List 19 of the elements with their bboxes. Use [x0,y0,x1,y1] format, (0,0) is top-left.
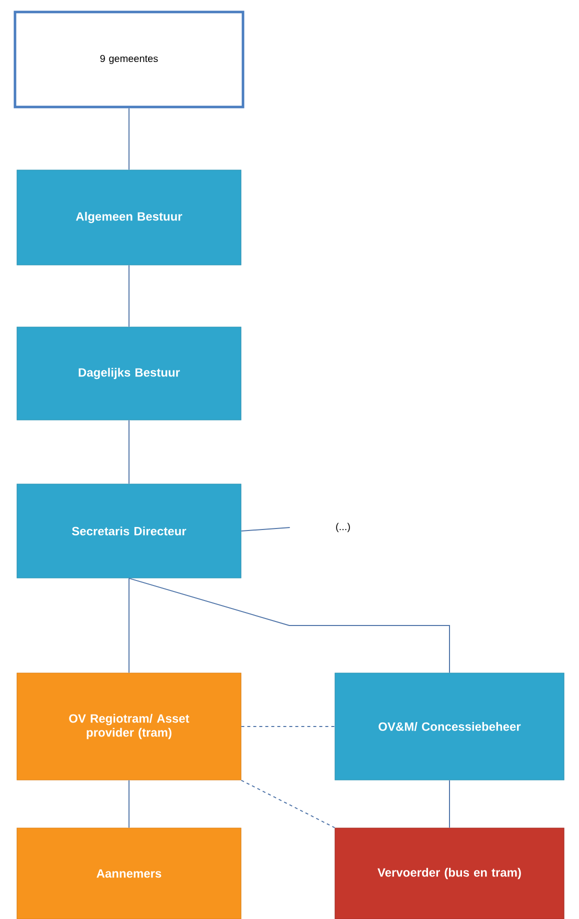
connector-line [128,420,130,484]
org-box: 9 gemeentes [14,10,244,108]
org-box: OV&M/ Concessiebeheer [334,672,564,780]
org-box: Aannemers [16,828,242,919]
org-box: Secretaris Directeur [16,484,242,578]
connector-line [128,578,450,674]
connector-line [240,780,336,828]
org-box: Algemeen Bestuur [16,170,242,266]
ellipsis-label: (...) [336,522,350,532]
connector-line [449,780,450,828]
connector-line [128,108,130,170]
connector-line [128,780,130,828]
org-box: Dagelijks Bestuur [16,326,242,420]
org-box: Vervoerder (bus en tram) [334,828,564,919]
org-box: OV Regiotram/ Asset provider (tram) [16,672,242,780]
connector-line [240,726,336,727]
connector-line [128,578,130,674]
connector-line [240,527,290,532]
connector-line [128,264,130,328]
